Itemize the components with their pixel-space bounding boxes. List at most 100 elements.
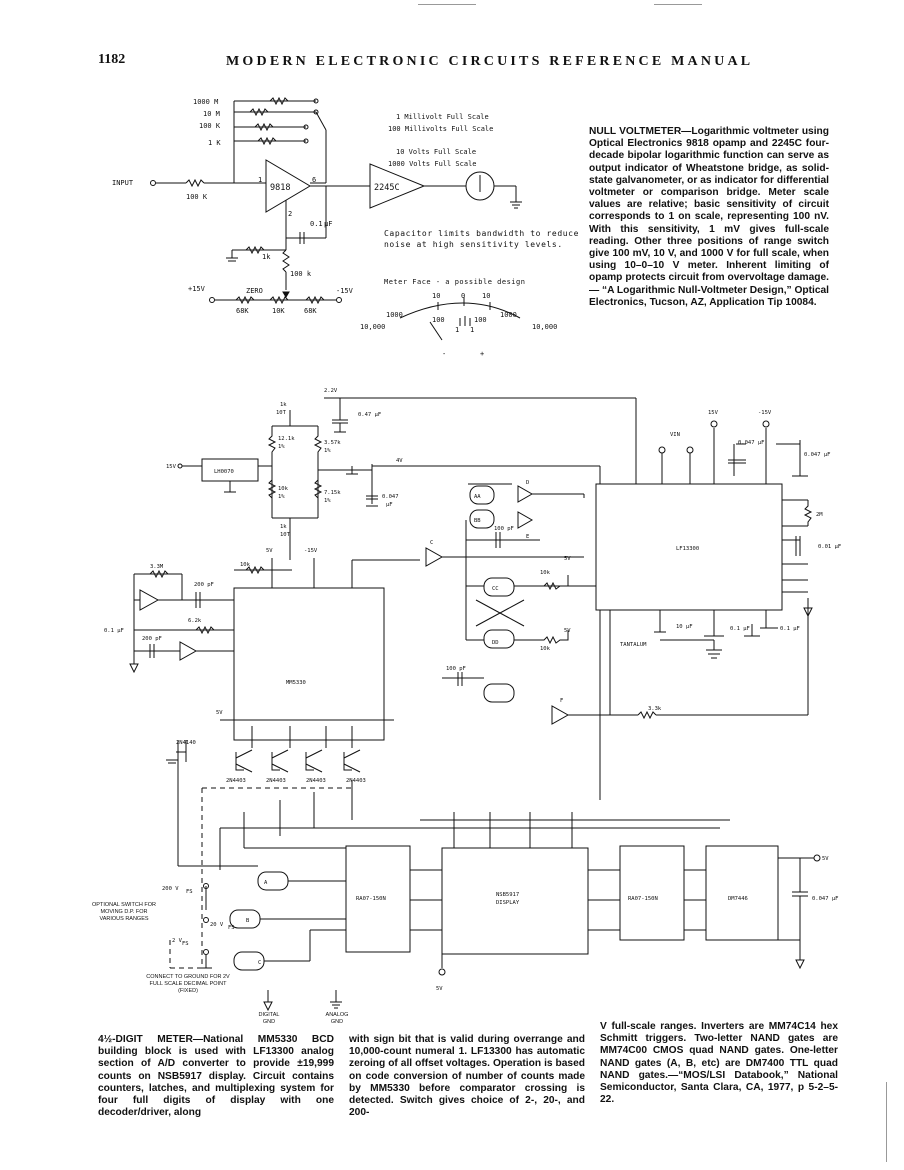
gate-f: F (560, 698, 563, 704)
chip-ra07a-label: RA07-150N (356, 896, 386, 902)
lbl-vin: VIN (670, 432, 680, 438)
lbl-t10-b: 10T (280, 532, 291, 538)
lbl-c100b: 100 pF (446, 666, 466, 672)
label-10k: 10K (272, 307, 285, 315)
lbl-v5f: 5V (822, 856, 829, 862)
label-100k-top: 100 K (199, 122, 221, 130)
lbl-t10-a: 10T (276, 410, 287, 416)
lbl-v4: 4V (396, 458, 403, 464)
label-100k: 100 k (290, 270, 312, 278)
chip-lh0070-label: LH0070 (214, 469, 234, 475)
lbl-r10k-b: 10k (240, 562, 251, 568)
meter-face-title: Meter Face - a possible design (384, 278, 525, 286)
label-cap-unit: μF (324, 220, 332, 228)
mf-10b: 10 (482, 292, 490, 300)
lbl-2n4140: 2N4140 (176, 740, 196, 746)
lbl-c01: 0.1 μF (104, 628, 124, 634)
lbl-c100a: 100 pF (494, 526, 514, 532)
range-3: 10 Volts Full Scale (396, 148, 476, 156)
chip-dm7446 (705, 845, 779, 941)
label-1k: 1k (262, 253, 271, 261)
page-number: 1182 (98, 52, 126, 67)
lbl-c01c: 0.1 μF (780, 626, 800, 632)
lbl-v5d: 5V (216, 710, 223, 716)
lbl-fs2: FS (228, 925, 235, 931)
lbl-r357k: 3.57k (324, 440, 341, 446)
gate-c-inv: C (430, 540, 433, 546)
scan-edge (886, 1082, 887, 1162)
lbl-r715k: 7.15k (324, 490, 341, 496)
label-1000m: 1000 M (193, 98, 218, 106)
label-10m: 10 M (203, 110, 220, 118)
digit-meter-caption-col2: with sign bit that is valid during overr… (349, 1034, 585, 1119)
gate-aa: AA (474, 494, 481, 500)
scan-mark (654, 4, 702, 5)
chip-display-label: DISPLAY (496, 900, 520, 906)
lbl-2n4403b: 2N4403 (266, 778, 286, 784)
caption2-col1-body: building block is used with LF13300 anal… (98, 1046, 334, 1119)
lbl-c047: 0.47 μF (358, 412, 381, 418)
pin-6: 6 (312, 176, 316, 184)
chip-nsb5917 (441, 847, 589, 955)
lbl-r1k10t-b: 1k (280, 524, 287, 530)
lbl-r33m: 3.3M (150, 564, 164, 570)
lbl-tantalum: TANTALUM (620, 642, 647, 648)
label-minus15: -15V (336, 287, 354, 295)
connect-ground-note: CONNECT TO GROUND FOR 2V FULL SCALE DECI… (146, 974, 230, 994)
chip-lf13300 (595, 483, 783, 611)
lbl-p1c: 1% (278, 494, 285, 500)
lbl-v2: 2 V (172, 938, 183, 944)
lbl-c001: 0.01 μF (818, 544, 841, 550)
digital-gnd-label: DIGITAL GND (258, 1012, 280, 1025)
gate-b: B (246, 918, 250, 924)
lbl-r1k10t-a: 1k (280, 402, 287, 408)
lbl-vm15b: -15V (758, 410, 772, 416)
mf-100b: 100 (474, 316, 487, 324)
lbl-p1b: 1% (324, 448, 331, 454)
lbl-v5e: 5V (436, 986, 443, 992)
label-68k-b: 68K (304, 307, 317, 315)
range-1: 1 Millivolt Full Scale (396, 113, 489, 121)
chip-ra07b-label: RA07-150N (628, 896, 658, 902)
mf-100a: 100 (432, 316, 445, 324)
lbl-v5b: 5V (564, 556, 571, 562)
chip-nsb5917-label: NSB5917 (496, 892, 519, 898)
lbl-r10k-a: 10k (278, 486, 289, 492)
lbl-c10: 10 μF (676, 624, 693, 630)
lbl-r33k: 3.3k (648, 706, 662, 712)
digit-meter-caption-col3: V full-scale ranges. Inverters are MM74C… (600, 1021, 838, 1106)
mf-1b: 1 (470, 326, 474, 334)
lbl-p1a: 1% (278, 444, 285, 450)
gate-dd: DD (492, 640, 499, 646)
lbl-vm15a: -15V (304, 548, 318, 554)
chip-lf13300-label: LF13300 (676, 546, 699, 552)
mf-10000b: 10,000 (532, 323, 557, 331)
lbl-v5c: 5V (564, 628, 571, 634)
meter-plus: + (480, 350, 484, 358)
mf-10000a: 10,000 (360, 323, 385, 331)
label-zero: ZERO (246, 287, 263, 295)
lbl-v200: 200 V (162, 886, 179, 892)
gate-a: A (264, 880, 268, 886)
caption-body: using Optical Electronics 9818 opamp and… (589, 126, 829, 308)
lbl-2n4403d: 2N4403 (346, 778, 366, 784)
lbl-uf: μF (386, 502, 393, 508)
lbl-v15b: 15V (708, 410, 719, 416)
gate-e: E (526, 534, 529, 540)
chip-mm5330-label: MM5330 (286, 680, 306, 686)
lbl-r10k-c: 10k (540, 570, 551, 576)
gate-d: D (526, 480, 529, 486)
gate-cc: CC (492, 586, 499, 592)
lbl-p1d: 1% (324, 498, 331, 504)
label-plus15: +15V (188, 285, 206, 293)
lbl-c200a: 200 pF (194, 582, 214, 588)
running-head: MODERN ELECTRONIC CIRCUITS REFERENCE MAN… (226, 54, 754, 69)
meter-minus: - (442, 350, 446, 358)
label-cap: 0.1 (310, 220, 323, 228)
capacitor-note: Capacitor limits bandwidth to reduce noi… (384, 229, 579, 249)
lbl-r10k-d: 10k (540, 646, 551, 652)
lbl-v15-ref: 15V (166, 464, 177, 470)
lbl-r62k: 6.2k (188, 618, 202, 624)
pin-1: 1 (258, 176, 262, 184)
